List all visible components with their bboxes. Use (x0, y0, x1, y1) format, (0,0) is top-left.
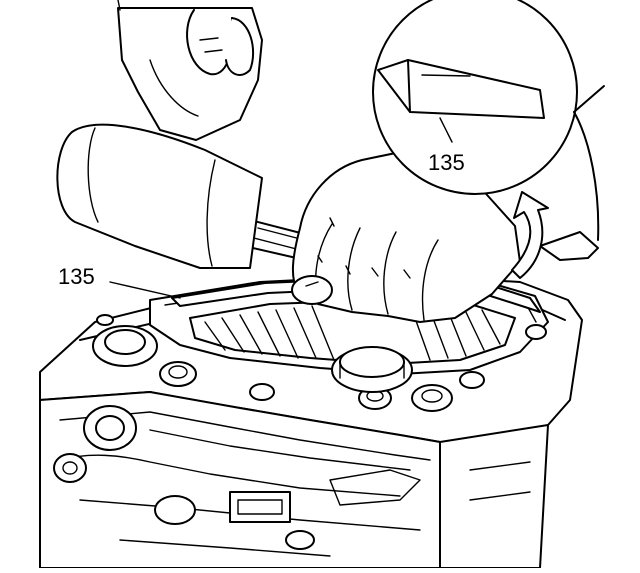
rotation-arrow (511, 191, 549, 279)
detail-inset: 135 (372, 0, 605, 241)
main-callout: 135 (58, 264, 181, 299)
bolt-bosses (92, 314, 547, 412)
seal-cross-section (377, 59, 545, 119)
hand-with-mallet (56, 0, 321, 269)
detail-callout-label: 135 (428, 150, 465, 175)
main-callout-label: 135 (58, 264, 95, 289)
